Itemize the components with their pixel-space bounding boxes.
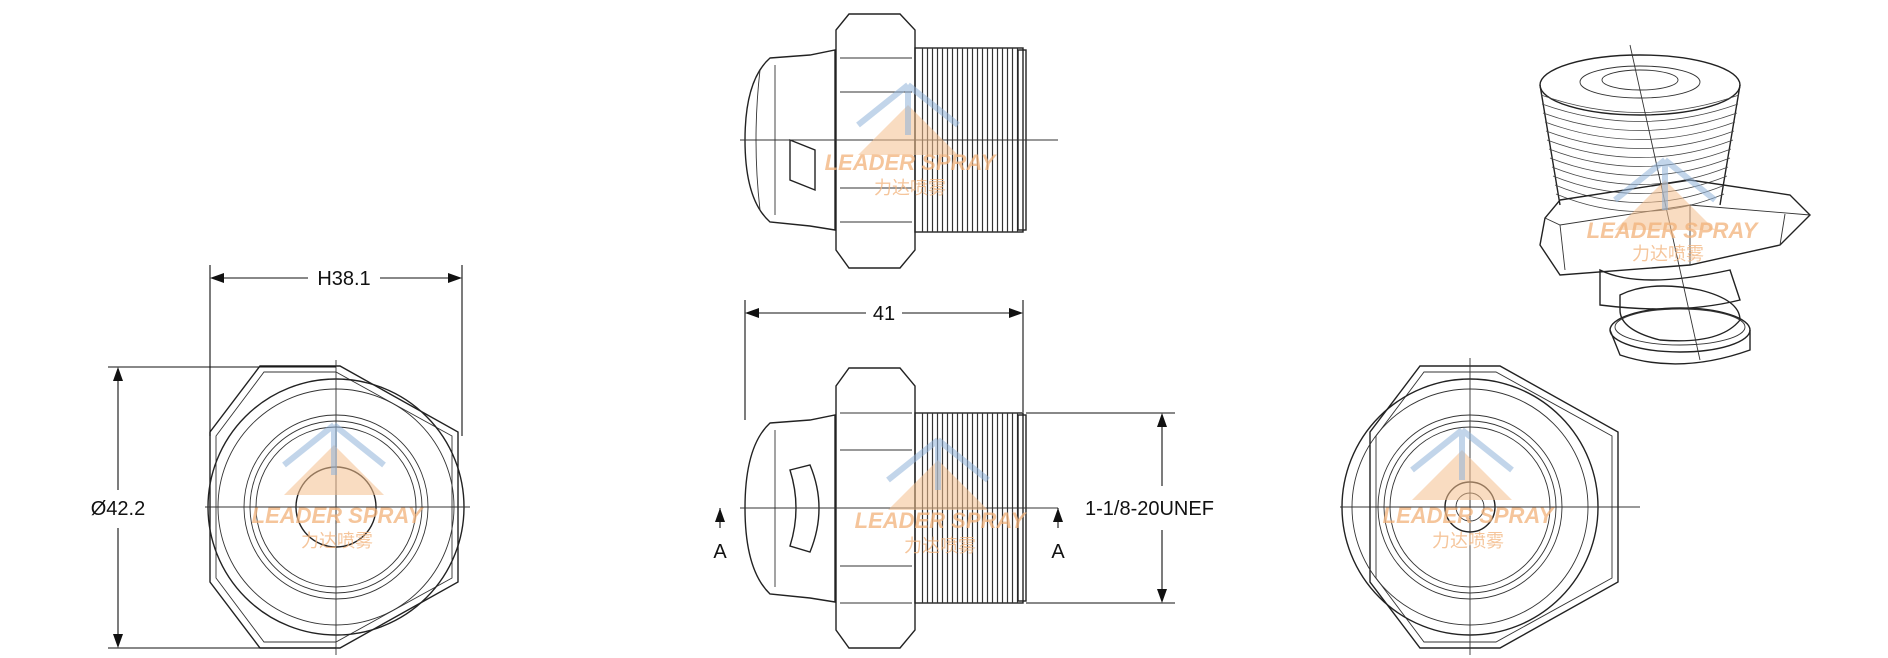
flange-diameter-label: Ø42.2 — [91, 498, 145, 520]
thread-spec-label: 1-1/8-20UNEF — [1085, 498, 1214, 520]
watermark-iso: LEADER SPRAY 力达喷雾 — [1587, 160, 1760, 265]
svg-text:LEADER SPRAY: LEADER SPRAY — [825, 150, 998, 175]
svg-text:力达喷雾: 力达喷雾 — [874, 178, 946, 199]
svg-text:LEADER SPRAY: LEADER SPRAY — [1383, 503, 1556, 528]
dim-thread: 1-1/8-20UNEF — [1026, 412, 1214, 604]
overall-length-label: 41 — [873, 303, 895, 325]
svg-text:力达喷雾: 力达喷雾 — [1432, 531, 1504, 552]
dim-flange-diameter: Ø42.2 — [91, 366, 336, 649]
svg-text:力达喷雾: 力达喷雾 — [1632, 244, 1704, 265]
isometric-view — [1539, 44, 1811, 365]
section-marker-right: A — [1051, 508, 1065, 563]
svg-text:力达喷雾: 力达喷雾 — [301, 531, 373, 552]
watermark-front: LEADER SPRAY 力达喷雾 — [252, 425, 425, 552]
svg-text:力达喷雾: 力达喷雾 — [904, 536, 976, 557]
watermark-bottom: LEADER SPRAY 力达喷雾 — [855, 440, 1028, 557]
hex-width-label: H38.1 — [317, 268, 370, 290]
front-view — [205, 360, 470, 655]
section-marker-left: A — [713, 508, 727, 563]
svg-text:LEADER SPRAY: LEADER SPRAY — [1587, 218, 1760, 243]
dim-overall-length: 41 — [744, 300, 1024, 420]
watermark-top: LEADER SPRAY 力达喷雾 — [825, 85, 998, 199]
svg-text:A: A — [713, 541, 727, 563]
rear-view — [1340, 358, 1640, 655]
watermark-rear: LEADER SPRAY 力达喷雾 — [1383, 430, 1556, 552]
dim-hex-width: H38.1 — [209, 265, 463, 436]
svg-text:A: A — [1051, 541, 1065, 563]
rear-hex-outline — [1369, 365, 1619, 649]
svg-text:LEADER SPRAY: LEADER SPRAY — [252, 503, 425, 528]
svg-text:LEADER SPRAY: LEADER SPRAY — [855, 508, 1028, 533]
